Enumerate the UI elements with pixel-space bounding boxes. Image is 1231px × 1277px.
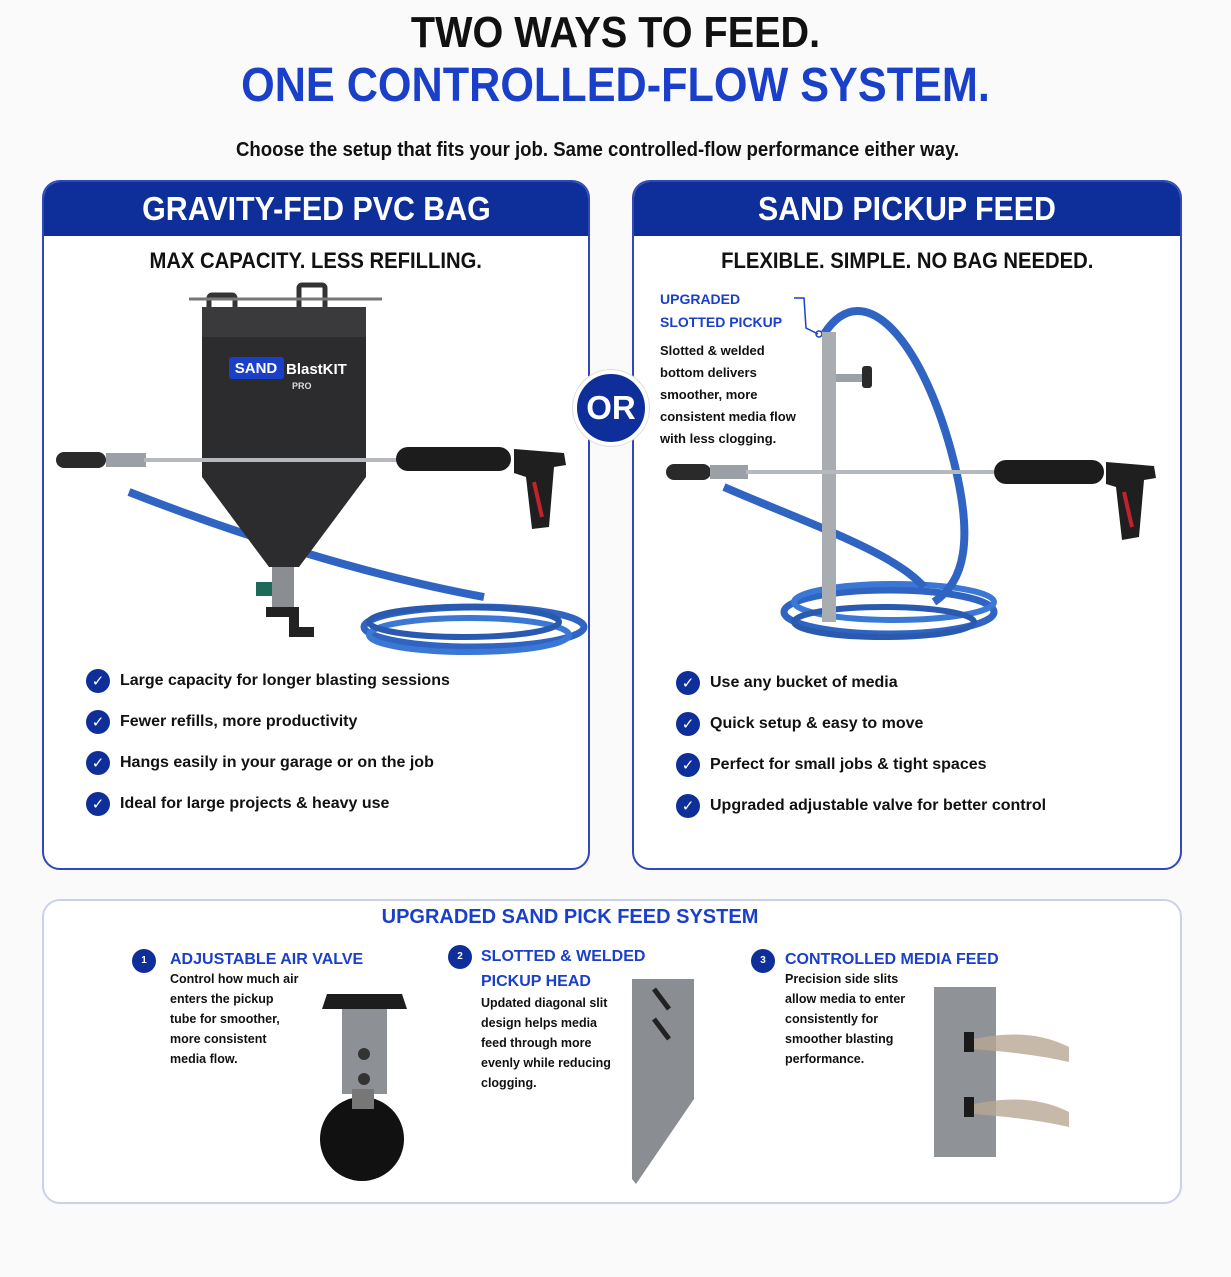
list-item: ✓ Ideal for large projects & heavy use xyxy=(86,783,450,824)
or-badge: OR xyxy=(573,370,649,446)
gravity-feature-list: ✓ Large capacity for longer blasting sess… xyxy=(86,660,450,824)
check-icon: ✓ xyxy=(86,750,110,775)
callout-title: UPGRADED SLOTTED PICKUP xyxy=(660,291,783,330)
step-description: Control how much air enters the pickup t… xyxy=(170,972,299,1066)
step-title: ADJUSTABLE AIR VALVE xyxy=(170,951,364,968)
step-description: Updated diagonal slit design helps media… xyxy=(481,996,611,1090)
feature-text: Large capacity for longer blasting sessi… xyxy=(120,671,450,689)
media-feed-image xyxy=(934,987,1069,1157)
sand-bag-image: SAND BlastKIT PRO xyxy=(56,282,588,655)
step-number: 1 xyxy=(132,949,156,973)
check-icon: ✓ xyxy=(676,752,700,777)
card-title: SAND PICKUP FEED xyxy=(757,190,1057,227)
step-number: 2 xyxy=(448,945,472,969)
list-item: ✓ Fewer refills, more productivity xyxy=(86,701,450,742)
list-item: ✓ Large capacity for longer blasting sess… xyxy=(86,660,450,701)
feature-text: Hangs easily in your garage or on the jo… xyxy=(120,753,434,771)
gravity-fed-card: GRAVITY-FED PVC BAG MAX CAPACITY. LESS R… xyxy=(42,180,590,870)
sand-pickup-card: SAND PICKUP FEED FLEXIBLE. SIMPLE. NO BA… xyxy=(632,180,1182,870)
check-icon: ✓ xyxy=(86,791,110,816)
bag-logo-pro: PRO xyxy=(292,381,312,391)
step-title: SLOTTED & WELDED PICKUP HEAD xyxy=(481,948,646,990)
pickup-feature-list: ✓ Use any bucket of media ✓ Quick setup & … xyxy=(676,662,1046,826)
bag-logo-name: BlastKIT xyxy=(286,361,347,378)
callout-description: Slotted & welded bottom delivers smoothe… xyxy=(660,343,796,446)
card-tagline-text: FLEXIBLE. SIMPLE. NO BAG NEEDED. xyxy=(720,248,1094,273)
card-tagline: MAX CAPACITY. LESS REFILLING. xyxy=(44,248,588,274)
feature-text: Upgraded adjustable valve for better con… xyxy=(710,796,1047,814)
feature-text: Perfect for small jobs & tight spaces xyxy=(710,755,987,773)
bag-logo-sand: SAND xyxy=(235,360,278,377)
step-title: CONTROLLED MEDIA FEED xyxy=(785,951,999,968)
feature-text: Use any bucket of media xyxy=(710,673,898,691)
page-subtitle: Choose the setup that fits your job. Sam… xyxy=(236,139,960,161)
panel-title: UPGRADED SAND PICK FEED SYSTEM xyxy=(381,906,759,928)
pickup-head-image xyxy=(632,979,694,1184)
card-title: GRAVITY-FED PVC BAG xyxy=(141,190,491,227)
list-item: ✓ Perfect for small jobs & tight spaces xyxy=(676,744,1046,785)
check-icon: ✓ xyxy=(676,670,700,695)
air-valve-image xyxy=(320,994,407,1181)
list-item: ✓ Upgraded adjustable valve for better co… xyxy=(676,785,1046,826)
page-title-line2: ONE CONTROLLED-FLOW SYSTEM. xyxy=(241,59,990,112)
step-number: 3 xyxy=(751,949,775,973)
check-icon: ✓ xyxy=(676,711,700,736)
pickup-tube-image xyxy=(666,297,1156,640)
list-item: ✓ Quick setup & easy to move xyxy=(676,703,1046,744)
feature-text: Ideal for large projects & heavy use xyxy=(120,794,390,812)
check-icon: ✓ xyxy=(86,668,110,693)
feature-text: Fewer refills, more productivity xyxy=(120,712,358,730)
check-icon: ✓ xyxy=(676,793,700,818)
card-tagline-text: MAX CAPACITY. LESS REFILLING. xyxy=(149,248,483,273)
card-tagline: FLEXIBLE. SIMPLE. NO BAG NEEDED. xyxy=(634,248,1180,274)
check-icon: ✓ xyxy=(86,709,110,734)
page-title-line1: TWO WAYS TO FEED. xyxy=(410,8,821,57)
list-item: ✓ Hangs easily in your garage or on the j… xyxy=(86,742,450,783)
feature-text: Quick setup & easy to move xyxy=(710,714,924,732)
card-header: GRAVITY-FED PVC BAG xyxy=(44,182,588,236)
upgraded-system-panel: UPGRADED SAND PICK FEED SYSTEM 1 ADJUSTA… xyxy=(42,899,1182,1204)
list-item: ✓ Use any bucket of media xyxy=(676,662,1046,703)
card-header: SAND PICKUP FEED xyxy=(634,182,1180,236)
step-description: Precision side slits allow media to ente… xyxy=(785,972,906,1066)
